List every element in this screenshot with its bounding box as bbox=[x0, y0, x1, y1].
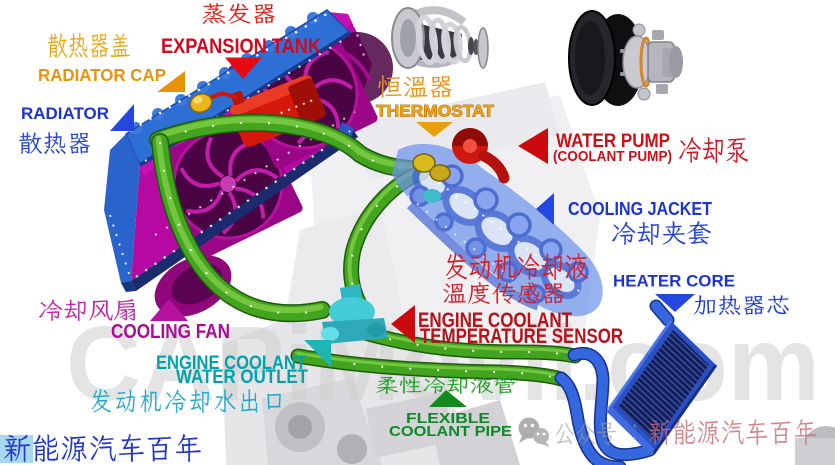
svg-text:ENGINE COOLANT: ENGINE COOLANT bbox=[418, 308, 572, 332]
svg-text:EXPANSION TANK: EXPANSION TANK bbox=[161, 34, 321, 58]
svg-text:COOLANT PIPE: COOLANT PIPE bbox=[389, 423, 512, 440]
svg-text:ENGINE COOLANT: ENGINE COOLANT bbox=[156, 353, 306, 374]
svg-text:(COOLANT PUMP): (COOLANT PUMP) bbox=[553, 149, 672, 165]
svg-text:COOLING FAN: COOLING FAN bbox=[111, 321, 230, 343]
svg-text:FLEXIBLE: FLEXIBLE bbox=[406, 410, 490, 427]
svg-text:THERMOSTAT: THERMOSTAT bbox=[376, 102, 495, 121]
svg-text:HEATER CORE: HEATER CORE bbox=[613, 273, 735, 291]
svg-text:TEMPERATURE SENSOR: TEMPERATURE SENSOR bbox=[420, 324, 623, 348]
svg-text:RADIATOR: RADIATOR bbox=[21, 105, 109, 123]
svg-text:RADIATOR CAP: RADIATOR CAP bbox=[38, 65, 166, 85]
svg-text:COOLING JACKET: COOLING JACKET bbox=[568, 198, 713, 219]
svg-text:WATER OUTLET: WATER OUTLET bbox=[176, 367, 308, 388]
svg-text:WATER PUMP: WATER PUMP bbox=[556, 130, 670, 152]
